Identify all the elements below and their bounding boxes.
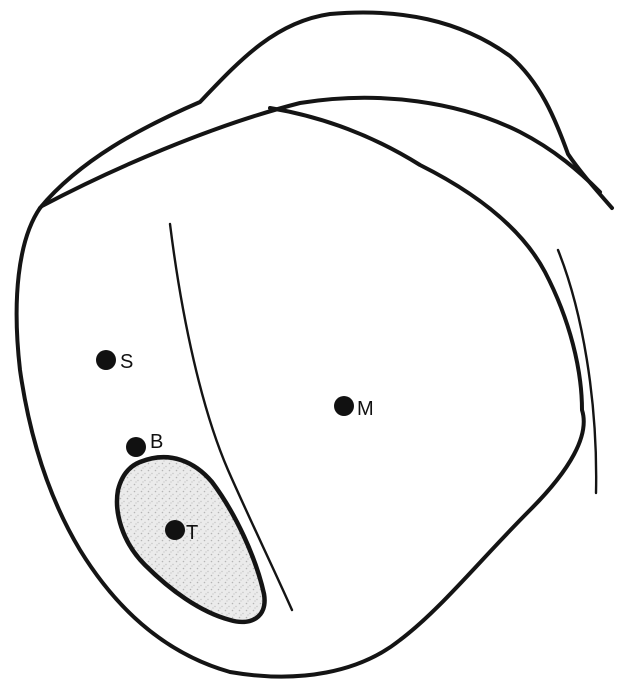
point-m-dot [334, 396, 354, 416]
point-m-label: M [357, 398, 374, 420]
point-t-dot [165, 520, 185, 540]
point-s-dot [96, 350, 116, 370]
point-b-label: B [150, 431, 163, 453]
point-s-label: S [120, 351, 133, 373]
outer-contour [40, 13, 612, 208]
point-b-dot [126, 437, 146, 457]
upper-contour [42, 98, 600, 206]
point-t-label: T [186, 522, 198, 544]
body-outline [17, 108, 584, 677]
